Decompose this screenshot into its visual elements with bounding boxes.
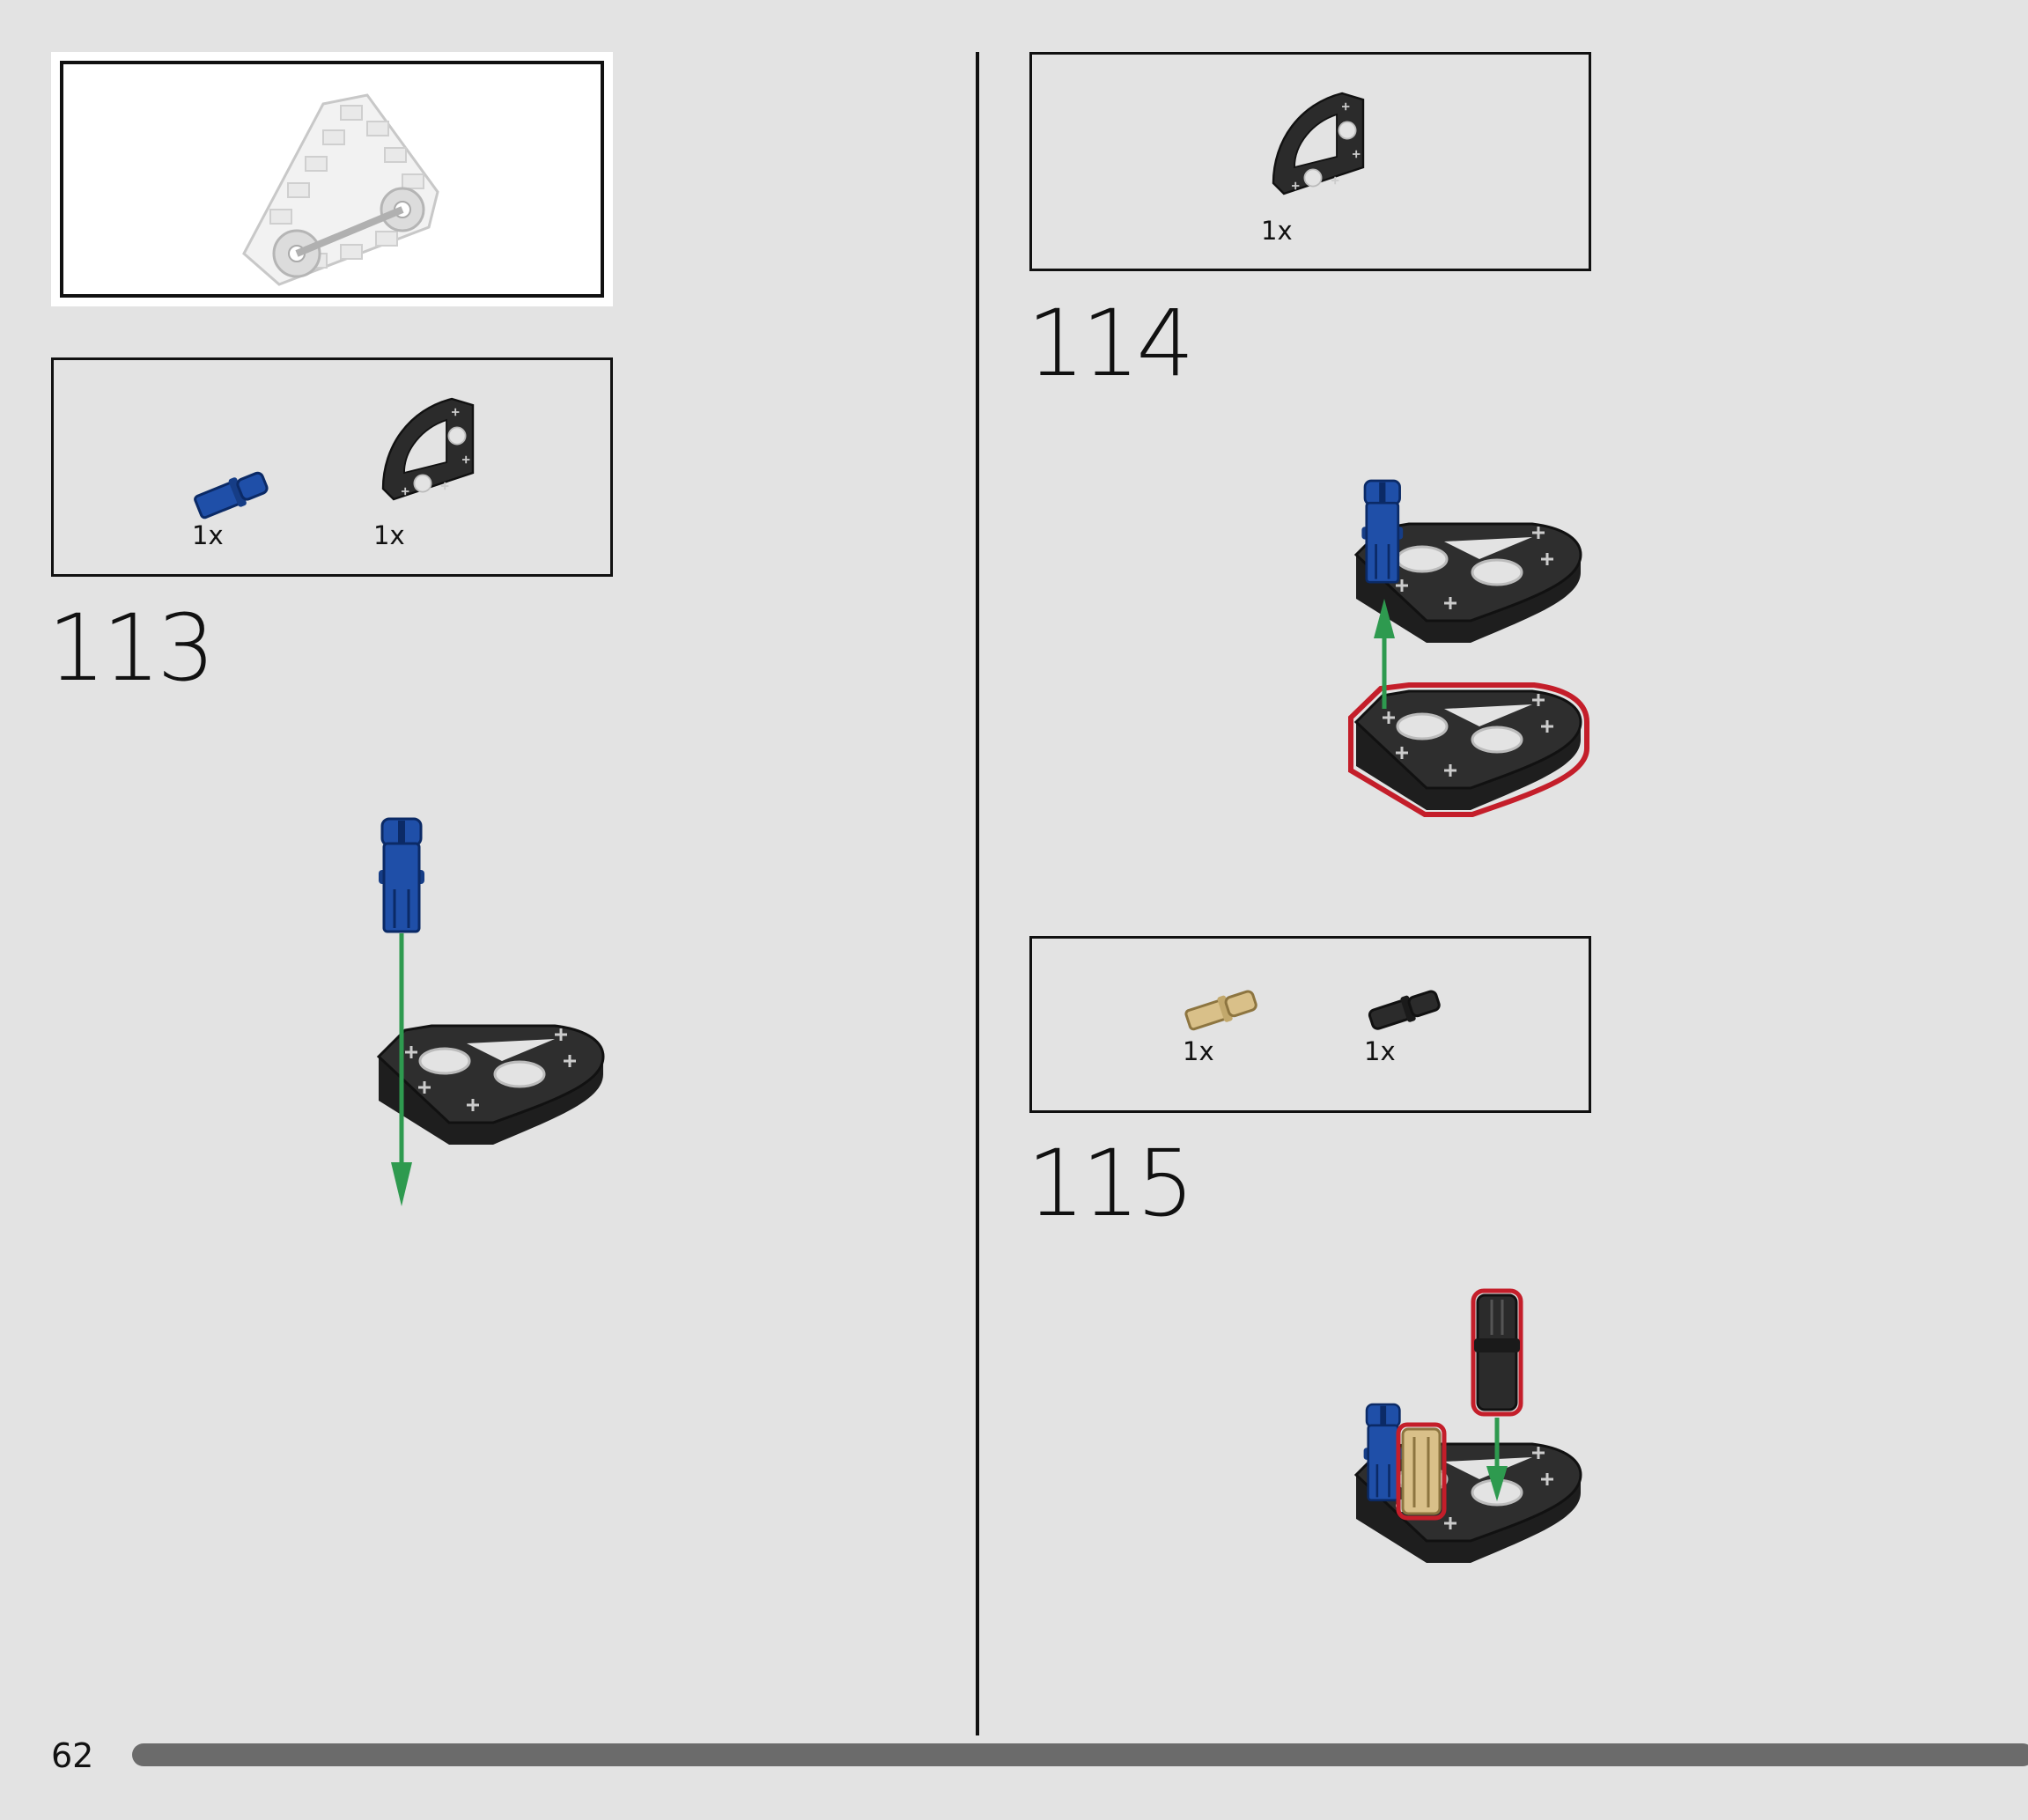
part-qty-blue-pin: 1x (192, 520, 224, 550)
assembly-thumbnail (60, 61, 604, 298)
insert-arrow-head (1486, 1466, 1508, 1501)
part-qty-tan-pin: 1x (1183, 1036, 1214, 1066)
step-115-illustration (1354, 1288, 1582, 1565)
column-divider (976, 52, 979, 1735)
part-qty-frame: 1x (373, 520, 405, 550)
step-number-114: 114 (1027, 290, 1195, 397)
frame-part (377, 1024, 605, 1146)
black-pin-part-highlighted (1471, 1288, 1523, 1417)
black-friction-pin-icon (1368, 990, 1441, 1030)
blue-pin-icon (194, 471, 269, 519)
step-113-illustration (377, 817, 605, 1206)
tan-axle-pin-icon (1184, 990, 1257, 1031)
step-number-113: 113 (48, 594, 216, 702)
quarter-round-frame-icon (381, 397, 475, 501)
blue-pin-part (377, 817, 426, 933)
part-qty-frame: 1x (1261, 216, 1293, 246)
tread-assembly-icon (242, 93, 439, 286)
lift-arrow-head (1374, 599, 1395, 638)
parts-callout-113: 1x 1x (51, 357, 613, 577)
insert-arrow-head (391, 1162, 412, 1206)
page-number: 62 (51, 1736, 94, 1775)
parts-callout-114: 1x (1029, 52, 1591, 271)
step-number-115: 115 (1027, 1130, 1195, 1237)
step-114-illustration (1348, 479, 1589, 817)
parts-callout-115: 1x 1x (1029, 936, 1591, 1113)
quarter-round-frame-icon (1272, 92, 1365, 195)
tan-pin-part-highlighted (1396, 1422, 1447, 1521)
blue-pin-part (1361, 479, 1405, 584)
assembly-thumbnail-frame (51, 52, 613, 306)
part-qty-black-pin: 1x (1364, 1036, 1396, 1066)
lower-frame-part-highlighted (1348, 682, 1589, 817)
progress-bar (132, 1743, 2028, 1766)
